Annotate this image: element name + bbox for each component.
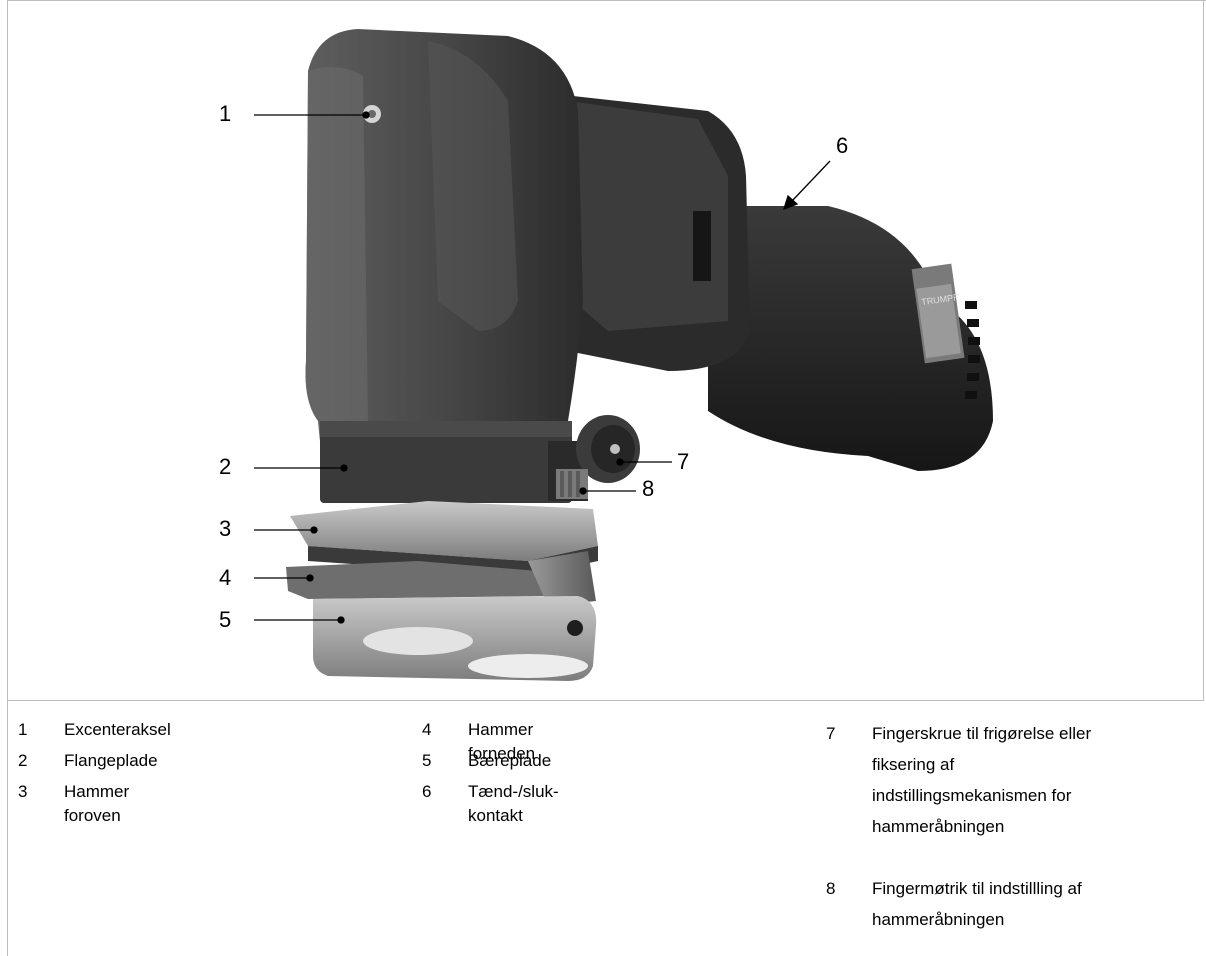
motor-housing: TRUMPF	[708, 206, 993, 471]
nibbler-tool-illustration: TRUMPF	[254, 29, 993, 681]
legend-number: 1	[18, 720, 28, 739]
callout-4: 4	[219, 565, 232, 590]
callout-3: 3	[219, 516, 232, 541]
legend-number: 7	[826, 724, 836, 743]
callout-7: 7	[677, 449, 690, 474]
support-plate	[313, 596, 597, 681]
upper-hammer	[290, 501, 598, 576]
legend-text: Hammer forneden	[468, 720, 536, 763]
lower-hammer	[286, 551, 596, 606]
legend-text: Flangeplade	[64, 751, 158, 770]
tool-head	[305, 29, 583, 471]
callout-leaders	[254, 111, 831, 624]
frame-top-border	[7, 0, 1206, 1]
legend-text: Bæreplade	[468, 751, 552, 770]
frame-left-border	[7, 0, 8, 956]
legend-number: 8	[826, 879, 836, 898]
callout-8: 8	[642, 476, 655, 501]
callout-6: 6	[836, 133, 849, 158]
legend-text: Fingermøtrik til indstillling af hammerå…	[872, 879, 1082, 929]
callout-5: 5	[219, 607, 232, 632]
flange-plate	[320, 421, 572, 503]
legend-number: 3	[18, 782, 28, 801]
legend-text: Tænd-/sluk-kontakt	[468, 782, 559, 825]
legend-number: 6	[422, 782, 432, 801]
legend-text: Excenteraksel	[64, 720, 171, 739]
legend-number: 5	[422, 751, 432, 770]
legend-text: Fingerskrue til frigørelse eller fikseri…	[872, 724, 1092, 836]
callout-2: 2	[219, 454, 232, 479]
finger-nut	[556, 469, 588, 499]
legend-number: 2	[18, 751, 28, 770]
figure-divider	[7, 700, 1204, 701]
legend-number: 4	[422, 720, 432, 739]
callout-1: 1	[219, 101, 232, 126]
frame-right-border	[1203, 0, 1204, 700]
legend-text: Hammer foroven	[64, 782, 130, 825]
